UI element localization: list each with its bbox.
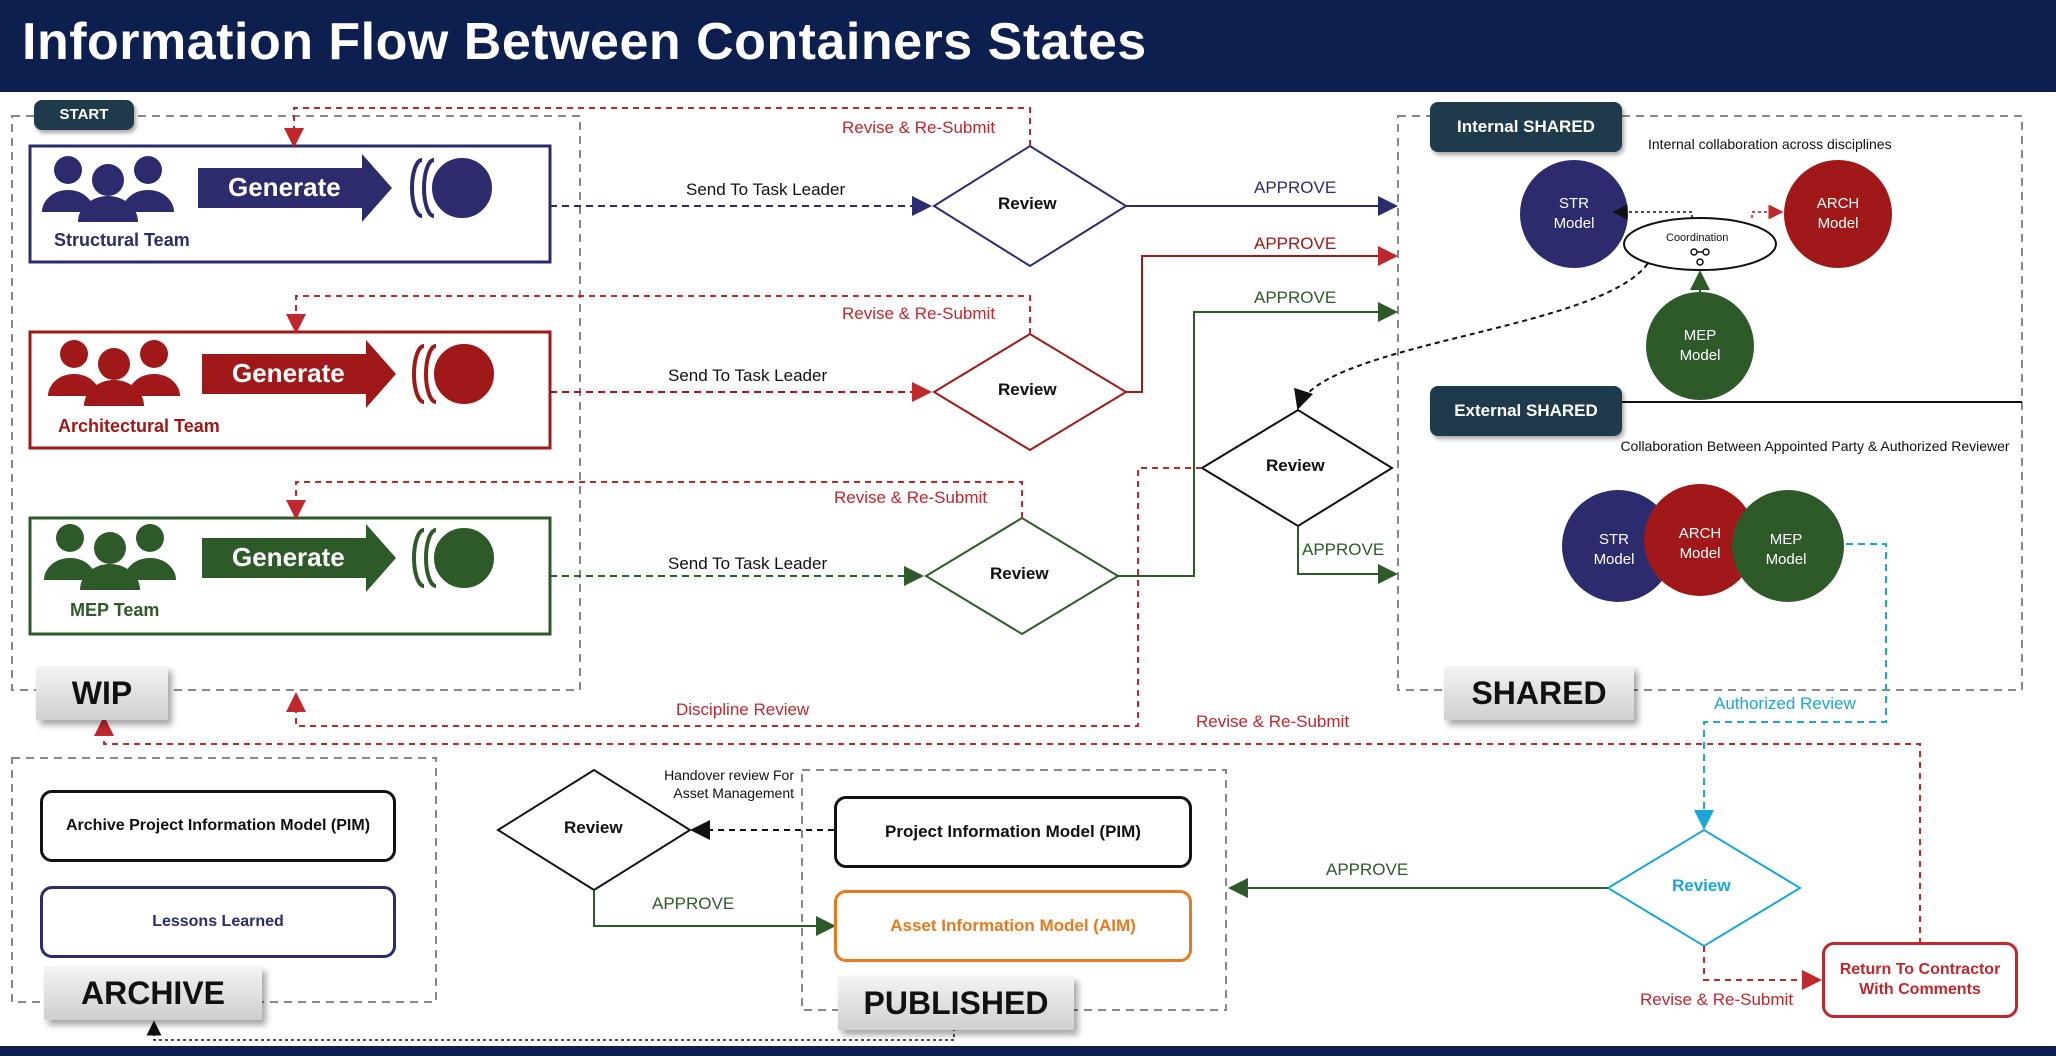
wip-container [11,115,581,691]
external-shared-tab: External SHARED [1430,386,1622,436]
mep-generate-label: Generate [232,542,345,572]
authorized-review-label: Authorized Review [1714,694,1856,713]
structural-container-icon [410,158,492,218]
external-str-label: STR Model [1593,531,1635,568]
review-label-architectural: Review [998,380,1057,399]
handover-review-label: Handover review For Asset Management [664,767,794,801]
external-arch-label: ARCH Model [1678,525,1722,562]
approve-mep-arrow [1118,302,1398,577]
revise-return-label: Revise & Re-Submit [1196,712,1350,731]
wip-state-label: WIP [36,666,168,720]
internal-str-model [1520,160,1628,268]
published-pim-box: Project Information Model (PIM) [834,796,1192,868]
review-label-structural: Review [998,194,1057,213]
archive-state-label: ARCHIVE [44,966,262,1020]
coordination-label: Coordination [1666,232,1729,244]
architectural-people-icon [48,340,180,406]
mep-people-icon [44,524,176,590]
lessons-learned-box: Lessons Learned [40,886,396,958]
external-str-model [1562,490,1674,602]
approve-mep-label: APPROVE [1254,288,1337,307]
approve-architectural-label: APPROVE [1254,234,1337,253]
send-structural-label: Send To Task Leader [686,180,846,199]
return-to-contractor-box: Return To Contractor With Comments [1822,942,2018,1018]
start-tab: START [34,100,134,130]
revise-structural-label: Revise & Re-Submit [842,118,996,137]
published-aim-box: Asset Information Model (AIM) [834,890,1192,962]
architectural-container-icon [412,344,494,404]
send-architectural-label: Send To Task Leader [668,366,828,385]
authorized-review-arrow [1694,543,1887,830]
external-mep-label: MEP Model [1765,531,1807,568]
structural-people-icon [42,156,174,222]
review-label-mep: Review [990,564,1049,583]
revise-authorized-label: Revise & Re-Submit [1640,990,1794,1009]
coord-to-str-arrow [1612,204,1693,220]
approve-published-label: APPROVE [1326,860,1409,879]
review-label-authorized: Review [1672,876,1731,895]
internal-shared-tab: Internal SHARED [1430,102,1622,152]
revise-loop-mep [286,481,1023,520]
page-title: Information Flow Between Containers Stat… [22,13,1147,71]
mep-container-icon [412,528,494,588]
archive-container [11,757,437,1003]
revise-return-to-wip-loop [94,716,1921,944]
review-label-handover: Review [564,818,623,837]
review-diamond-shared [1200,408,1394,528]
architectural-generate-arrow [202,340,396,408]
internal-caption: Internal collaboration across discipline… [1648,136,1892,152]
handover-approve-arrow [593,890,836,936]
send-mep-label: Send To Task Leader [668,554,828,573]
mep-generate-arrow [202,524,396,592]
archive-pim-box: Archive Project Information Model (PIM) [40,790,396,862]
structural-generate-label: Generate [228,172,341,202]
architectural-team-name: Architectural Team [58,416,220,436]
revise-architectural-label: Revise & Re-Submit [842,304,996,323]
revise-loop-structural [284,107,1031,148]
discipline-review-loop [286,467,1202,727]
approve-architectural-arrow [1126,246,1398,393]
approve-shared-review-arrow [1297,526,1398,584]
coordination-node [1623,217,1777,271]
published-state-label: PUBLISHED [838,976,1074,1030]
mep-team-name: MEP Team [70,600,160,620]
title-bar: Information Flow Between Containers Stat… [0,0,2056,92]
discipline-review-label: Discipline Review [676,700,810,719]
published-to-archive-arrow [146,1010,955,1041]
architectural-generate-label: Generate [232,358,345,388]
internal-arch-model [1784,160,1892,268]
external-caption: Collaboration Between Appointed Party & … [1620,438,2010,454]
internal-mep-label: MEP Model [1679,327,1721,364]
structural-generate-arrow [198,154,392,222]
approve-structural-label: APPROVE [1254,178,1337,197]
review-label-shared: Review [1266,456,1325,475]
approve-handover-label: APPROVE [652,894,735,913]
revise-mep-label: Revise & Re-Submit [834,488,988,507]
internal-mep-model [1646,292,1754,400]
internal-arch-label: ARCH Model [1816,195,1860,232]
coordination-to-review-arrow [1294,255,1653,410]
external-mep-model [1732,490,1844,602]
bottom-bar [0,1046,2056,1056]
internal-str-label: STR Model [1553,195,1595,232]
review-diamond-authorized [1606,828,1802,948]
coordination-icon [1690,248,1710,266]
authorized-revise-arrow [1703,946,1822,990]
coord-to-arch-arrow [1751,204,1784,220]
external-arch-model [1644,484,1756,596]
structural-team-name: Structural Team [54,230,190,250]
approve-shared-label: APPROVE [1302,540,1385,559]
shared-state-label: SHARED [1444,666,1634,720]
